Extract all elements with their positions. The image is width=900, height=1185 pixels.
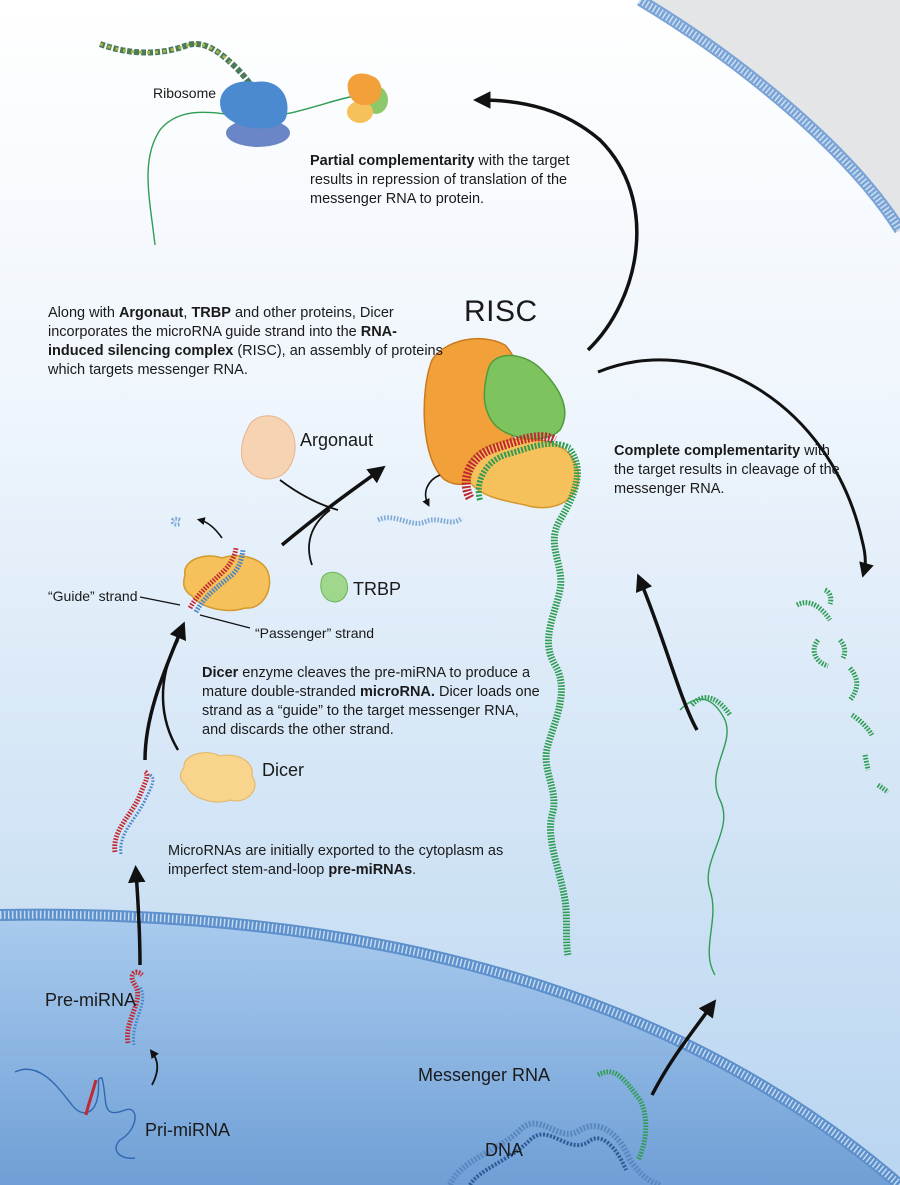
arrow-to-translation-repression: [473, 91, 639, 352]
caption-run: Argonaut: [118, 305, 184, 321]
target-mrna-bound: [542, 447, 581, 956]
dicer-mirna-complex: [182, 547, 271, 614]
trbp-label: TRBP: [353, 579, 402, 599]
caption-run: Complete complementarity: [614, 443, 801, 459]
messenger-rna-label: Messenger RNA: [418, 1065, 551, 1085]
argonaut-protein: [241, 415, 296, 480]
repressed-protein: [347, 73, 388, 123]
arrow-to-risc-assembly: [280, 465, 386, 547]
polypeptide-chain: [98, 41, 258, 93]
guide-strand-label: “Guide” strand: [48, 588, 138, 604]
ribosome: [220, 81, 290, 147]
cell-membrane: [636, 0, 900, 234]
caption-run: Partial complementarity: [310, 153, 475, 169]
cleaved-mrna-fragments: [795, 587, 890, 795]
caption-run: Dicer loads one strand as a “guide” to t…: [202, 684, 540, 738]
caption-run: pre-miRNAs: [328, 862, 413, 878]
caption-run: (RISC), an assembly of proteins which ta…: [48, 343, 443, 378]
pre-mirna-cytoplasm: [112, 769, 150, 853]
mrna-nucleus: [596, 1069, 649, 1162]
dna: [447, 1120, 661, 1185]
translated-mrna: [147, 95, 356, 246]
caption-run: with the target results in cleavage of t…: [614, 443, 840, 497]
caption-run: ,: [183, 305, 192, 321]
dicer-free: [180, 752, 256, 803]
pre-mirna-label: Pre-miRNA: [45, 990, 137, 1010]
caption-run: Dicer: [202, 665, 239, 681]
dna-label: DNA: [485, 1140, 524, 1160]
caption-run: TRBP: [191, 305, 231, 321]
caption-run: RNA-induced silencing complex: [48, 324, 397, 359]
nucleus: [0, 914, 900, 1185]
risc-assembly-caption: Along with Argonaut, TRBP and other prot…: [48, 304, 448, 380]
caption-run: .: [412, 862, 417, 878]
exported-mrna: [679, 698, 728, 976]
partial-complementarity-caption: Partial complementarity with the target …: [310, 152, 610, 209]
caption-run: MicroRNAs are initially exported to the …: [168, 843, 504, 878]
complete-complementarity-caption: Complete complementarity with the target…: [614, 442, 844, 499]
trbp-protein: [320, 571, 349, 603]
export-caption: MicroRNAs are initially exported to the …: [168, 842, 508, 880]
risc-complex: [423, 337, 580, 509]
caption-run: enzyme cleaves the pre-miRNA to produce …: [202, 665, 531, 700]
pre-mirna-nucleus: [125, 969, 144, 1044]
risc-label: RISC: [464, 295, 538, 328]
arrow-mrna-export: [650, 999, 717, 1096]
passenger-strand-label: “Passenger” strand: [255, 625, 375, 641]
caption-run: and other proteins, Dicer incorporates t…: [48, 305, 394, 340]
dicer-label: Dicer: [262, 760, 305, 780]
ribosome-label: Ribosome: [153, 85, 217, 101]
pri-mirna: [14, 1068, 136, 1159]
caption-run: microRNA.: [360, 684, 435, 700]
arrow-export: [128, 865, 146, 966]
arrow-to-cleavage: [597, 358, 874, 578]
caption-run: Along with: [48, 305, 119, 321]
arrow-to-risc: [635, 573, 699, 731]
caption-run: with the target results in repression of…: [310, 153, 570, 207]
dicer-caption: Dicer enzyme cleaves the pre-miRNA to pr…: [202, 664, 542, 740]
argonaut-label: Argonaut: [300, 430, 374, 450]
degraded-passenger-strand: [376, 515, 464, 526]
pri-mirna-label: Pri-miRNA: [145, 1120, 230, 1140]
